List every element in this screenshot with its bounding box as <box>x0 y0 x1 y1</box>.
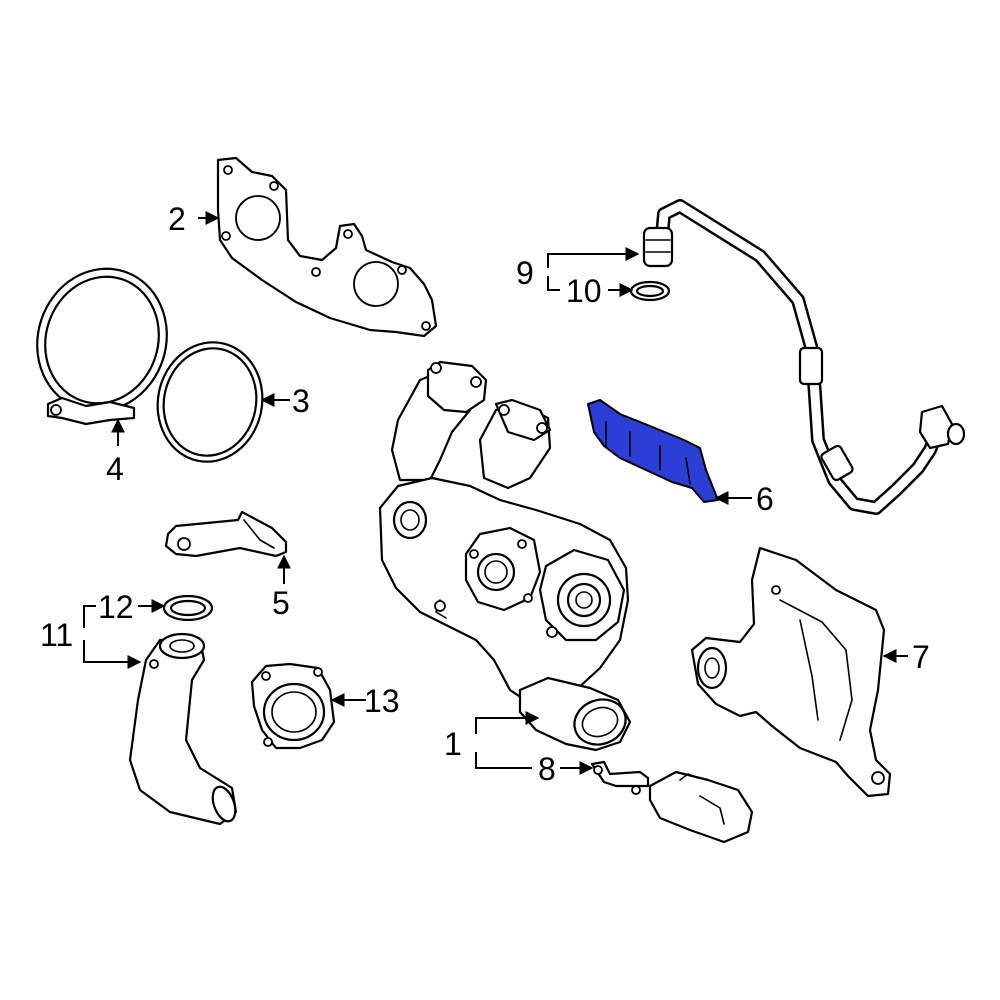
part-2-manifold-gasket[interactable] <box>216 156 438 338</box>
part-7-lower-heat-shield[interactable] <box>690 546 892 798</box>
part-8-sensor[interactable] <box>590 760 754 844</box>
callout-7: 7 <box>912 639 930 675</box>
callout-9: 9 <box>516 255 534 291</box>
callout-labels: 1 2 3 4 5 6 7 8 9 10 11 12 13 <box>40 201 930 787</box>
part-4-band-clamp[interactable] <box>19 252 185 429</box>
callout-2: 2 <box>168 201 186 237</box>
callout-6: 6 <box>756 481 774 517</box>
callout-1: 1 <box>444 726 462 762</box>
callout-13: 13 <box>364 683 400 719</box>
callout-8: 8 <box>538 751 556 787</box>
callout-12: 12 <box>98 589 134 625</box>
part-1-turbocharger[interactable] <box>378 360 632 752</box>
callout-11: 11 <box>40 617 73 653</box>
part-9-oil-line[interactable] <box>642 199 966 515</box>
part-5-bracket[interactable] <box>164 510 288 558</box>
part-13-flange-cover[interactable] <box>250 662 336 750</box>
callout-10: 10 <box>566 273 602 309</box>
callout-3: 3 <box>292 383 310 419</box>
callout-5: 5 <box>272 585 290 621</box>
part-11-coolant-pipe[interactable] <box>128 632 240 826</box>
callout-4: 4 <box>106 451 124 487</box>
part-12-seal-ring[interactable] <box>162 594 214 622</box>
part-6-heat-shield[interactable] <box>587 399 719 503</box>
leader-lines <box>83 211 908 775</box>
part-3-ring-gasket[interactable] <box>147 332 274 471</box>
part-10-seal-ring[interactable] <box>629 280 671 302</box>
